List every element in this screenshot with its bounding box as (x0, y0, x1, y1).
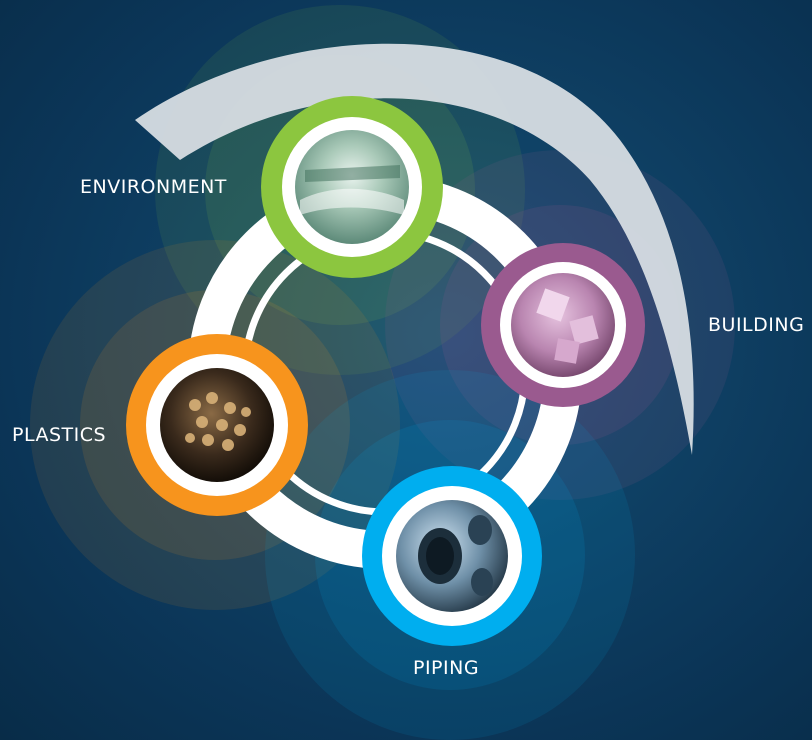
node-plastics (126, 334, 308, 516)
label-building: BUILDING (708, 314, 805, 336)
node-environment (261, 96, 443, 278)
sweep-arc (135, 43, 694, 455)
node-piping (362, 466, 542, 646)
label-piping: PIPING (413, 657, 480, 679)
label-plastics: PLASTICS (12, 424, 107, 446)
node-building (481, 243, 645, 407)
label-environment: ENVIRONMENT (80, 176, 227, 198)
